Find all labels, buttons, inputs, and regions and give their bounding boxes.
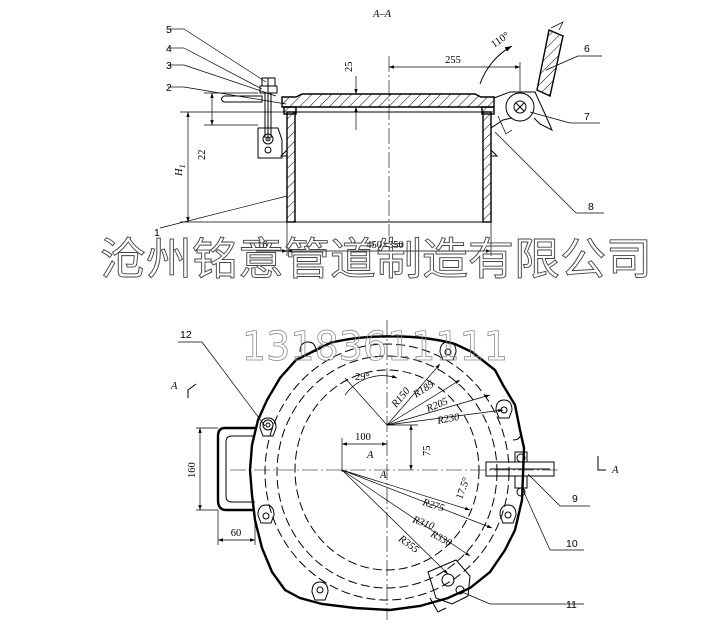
dim-160: 160 <box>187 462 198 478</box>
neck-right-wall <box>482 111 492 223</box>
dim-22: 22 <box>197 150 208 161</box>
callout-4: 4 <box>166 43 172 55</box>
callout-11: 11 <box>566 599 577 611</box>
hinge-right <box>490 21 564 135</box>
dim-100: 100 <box>355 432 371 443</box>
open-cover-phantom <box>536 29 564 98</box>
dim-25: 25 <box>344 62 355 73</box>
dim-angle-17-5: 17.5° <box>454 476 472 501</box>
callout-8: 8 <box>588 201 594 213</box>
section-title: A–A <box>372 9 392 20</box>
callout-1: 1 <box>154 227 160 239</box>
callout-2: 2 <box>166 82 172 94</box>
callout-12: 12 <box>180 329 192 341</box>
watermark-company: 沧州铭意管道制造有限公司 <box>100 234 652 285</box>
dim-75: 75 <box>422 446 433 457</box>
section-mark-a-center-1: A <box>366 450 374 461</box>
gasket <box>283 106 297 115</box>
callout-5: 5 <box>166 24 172 36</box>
callout-10: 10 <box>566 538 578 550</box>
swing-bolt-left <box>221 77 283 159</box>
dim-angle-110: 110° <box>489 30 511 50</box>
dim-angle-29: 29° <box>355 372 370 383</box>
callout-6: 6 <box>584 43 590 55</box>
callout-7: 7 <box>584 111 590 123</box>
dim-r150: R150 <box>389 385 413 410</box>
dim-60: 60 <box>231 528 242 539</box>
outer-flange <box>248 335 526 612</box>
dim-r205: R205 <box>424 396 450 415</box>
section-mark-a-center-2: A <box>379 470 387 481</box>
cover-plate <box>281 93 495 108</box>
bolt-slots <box>257 341 522 601</box>
dim-255: 255 <box>445 55 461 66</box>
section-view: 110° 255 25 22 H1 16 450×350 5 4 <box>154 21 604 256</box>
dim-16: 16 <box>257 240 268 251</box>
swing-bolt-right <box>485 451 555 497</box>
dim-r355: R355 <box>395 533 420 556</box>
dim-h1: H1 <box>174 164 187 177</box>
callouts-top: 5 4 3 2 1 6 7 8 <box>154 24 604 239</box>
neck-left-wall <box>286 111 296 223</box>
dim-r230: R230 <box>435 412 461 427</box>
dim-450x350: 450×350 <box>366 240 403 251</box>
section-mark-a-left: A <box>170 381 178 392</box>
section-mark-a-right: A <box>611 465 619 476</box>
dim-r330: R330 <box>428 528 454 549</box>
callouts-plan: 12 9 10 11 <box>178 329 590 611</box>
dim-r275: R275 <box>420 497 445 514</box>
watermark-phone: 13183611111 <box>242 324 508 370</box>
callout-9: 9 <box>572 493 578 505</box>
plan-view: 29° R150 R185 R205 R230 100 75 160 60 17… <box>170 320 619 620</box>
handle-left <box>216 426 255 512</box>
callout-3: 3 <box>166 60 172 72</box>
